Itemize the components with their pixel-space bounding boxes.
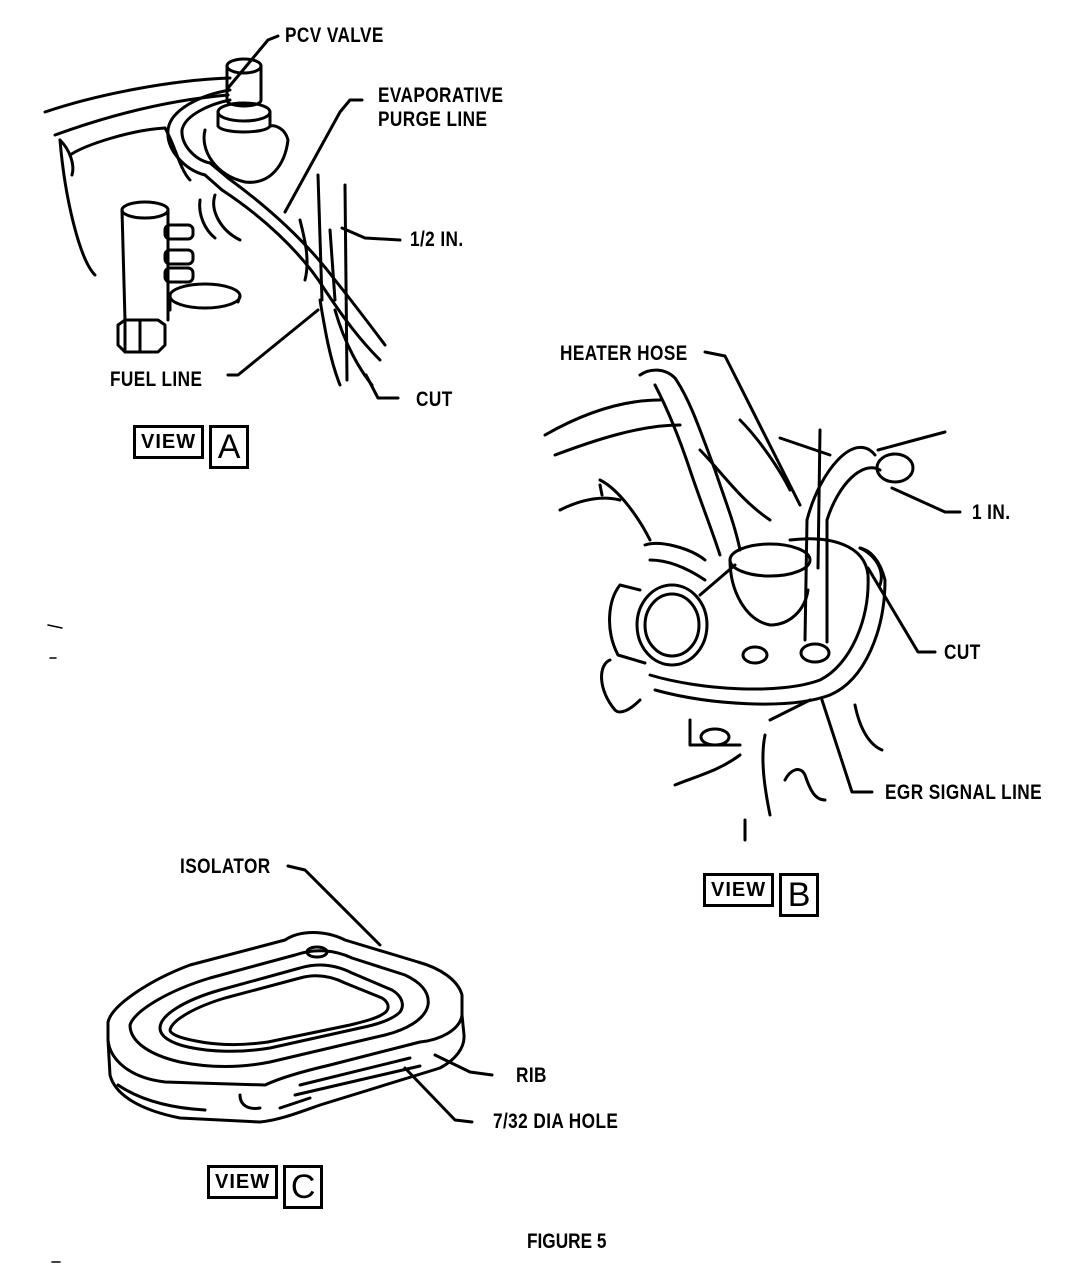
label-fuel-line: FUEL LINE (110, 368, 203, 391)
fuel-filter-shape (116, 200, 242, 354)
view-b-tag: VIEW B (703, 873, 820, 917)
view-b-drawing (543, 368, 947, 842)
view-a-leaders (226, 34, 402, 400)
view-c-letter: C (283, 1165, 324, 1209)
label-pcv-valve: PCV VALVE (285, 24, 384, 47)
view-b-word: VIEW (703, 873, 775, 907)
label-evaporative-purge-line: EVAPORATIVE PURGE LINE (378, 84, 504, 131)
label-one-inch: 1 IN. (972, 501, 1011, 524)
label-hole: 7/32 DIA HOLE (493, 1110, 619, 1133)
view-a-drawing (43, 57, 387, 387)
view-b-letter: B (779, 873, 820, 917)
label-half-inch: 1/2 IN. (410, 228, 464, 251)
label-isolator: ISOLATOR (180, 855, 271, 878)
view-a-letter: A (209, 425, 250, 469)
label-heater-hose: HEATER HOSE (560, 342, 688, 365)
view-a-tag: VIEW A (133, 425, 250, 469)
label-cut-b: CUT (944, 641, 981, 664)
label-cut-a: CUT (416, 388, 453, 411)
label-rib: RIB (516, 1064, 547, 1087)
label-egr-signal-line: EGR SIGNAL LINE (885, 781, 1043, 804)
view-c-word: VIEW (207, 1165, 279, 1199)
egr-valve-shape (608, 541, 831, 667)
purge-line-tube (220, 188, 382, 362)
view-a-word: VIEW (133, 425, 205, 459)
view-c-drawing (106, 931, 466, 1124)
egr-signal-line-tube (648, 537, 870, 691)
figure-caption: FIGURE 5 (527, 1230, 607, 1253)
engine-body-outline (43, 76, 232, 114)
pcv-valve-shape (202, 57, 290, 184)
view-c-leaders (286, 864, 494, 1124)
view-c-tag: VIEW C (207, 1165, 324, 1209)
view-b-leaders (703, 350, 962, 794)
isolator-shape (106, 931, 466, 1124)
